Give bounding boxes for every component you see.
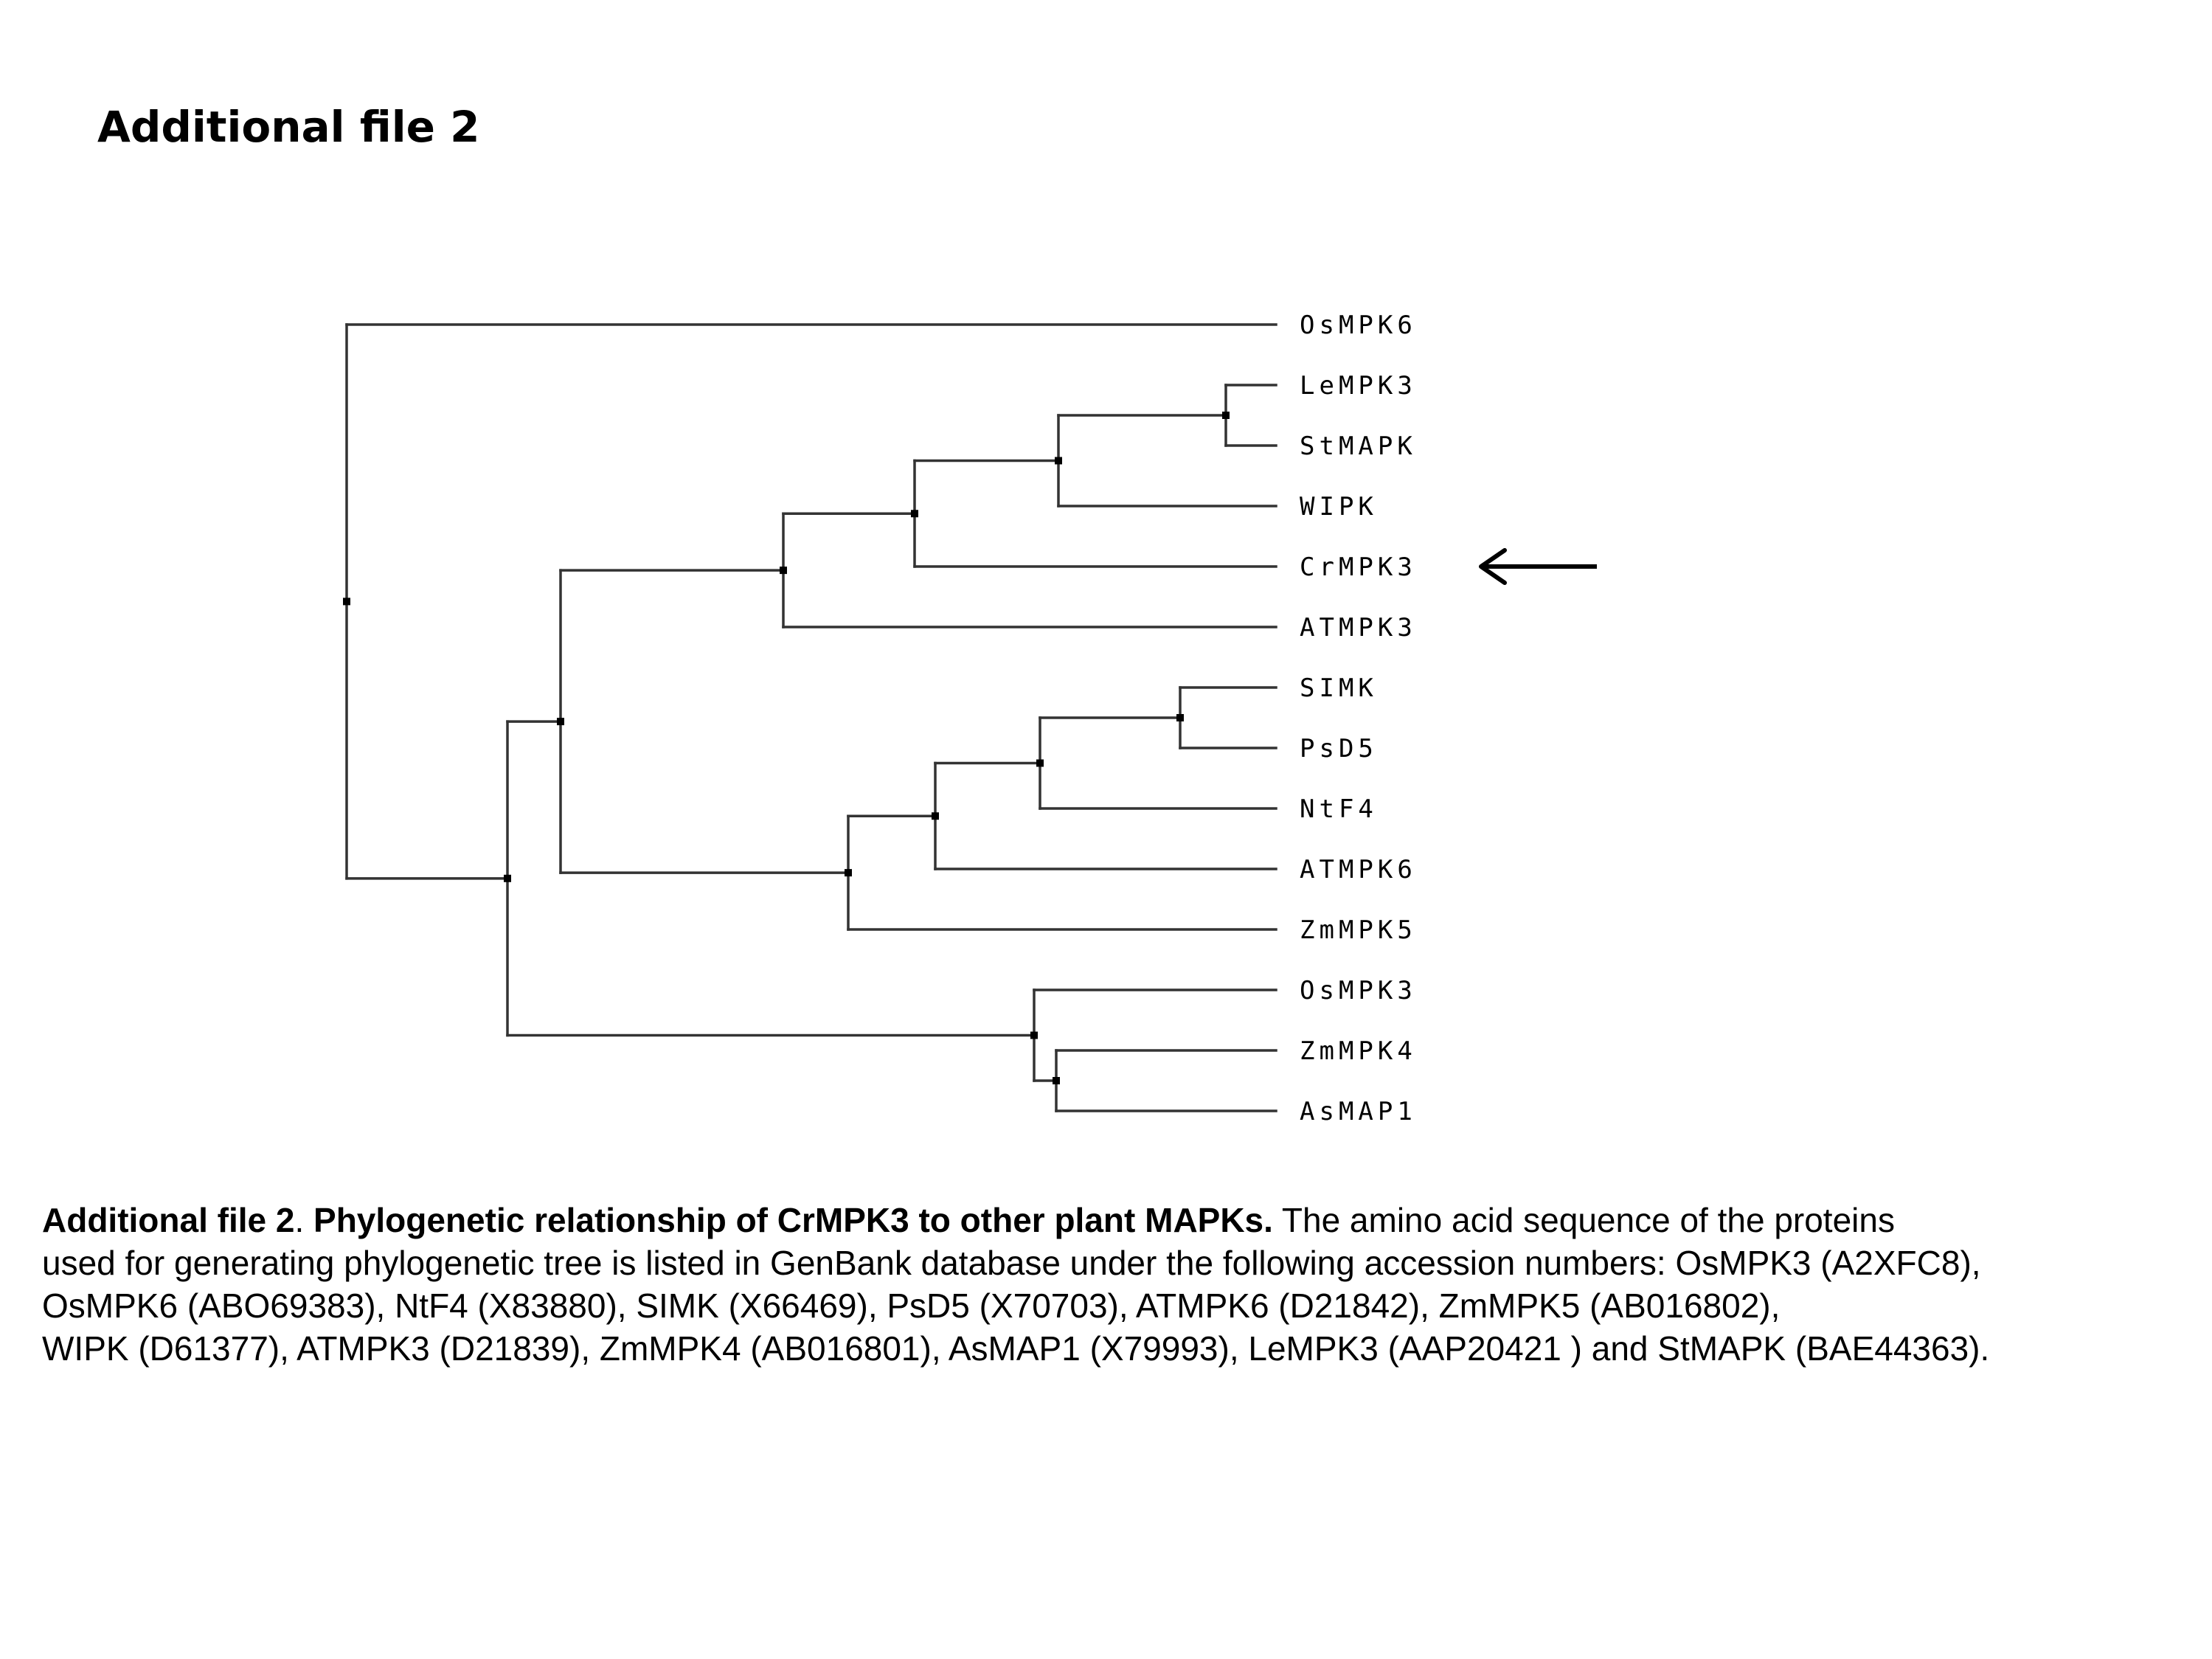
leaf-label-stmapk: StMAPK [1300, 432, 1417, 461]
caption-line-2: used for generating phylogenetic tree is… [42, 1244, 1981, 1282]
leaf-label-atmpk6: ATMPK6 [1300, 855, 1417, 884]
tree-node-marker [1222, 412, 1230, 419]
leaf-label-osmpk6: OsMPK6 [1300, 311, 1417, 340]
tree-node-marker [780, 567, 787, 575]
tree-node-marker [911, 510, 918, 518]
leaf-label-psd5: PsD5 [1300, 734, 1378, 763]
leaf-label-ntf4: NtF4 [1300, 794, 1378, 824]
caption-line-4: WIPK (D61377), ATMPK3 (D21839), ZmMPK4 (… [42, 1329, 1990, 1368]
leaf-label-lempk3: LeMPK3 [1300, 371, 1417, 401]
leaf-label-zmmpk4: ZmMPK4 [1300, 1036, 1417, 1066]
figure-caption: Additional file 2. Phylogenetic relation… [42, 1199, 2181, 1370]
tree-node-marker [557, 718, 564, 726]
tree-branches [345, 323, 1277, 1112]
leaf-label-asmap1: AsMAP1 [1300, 1097, 1417, 1126]
caption-line-1: The amino acid sequence of the proteins [1272, 1201, 1895, 1239]
tree-node-marker [1055, 457, 1062, 465]
leaf-label-osmpk3: OsMPK3 [1300, 976, 1417, 1005]
leaf-label-simk: SIMK [1300, 673, 1378, 703]
arrow-head [1479, 548, 1507, 585]
caption-label: Additional file 2 [42, 1201, 295, 1239]
caption-separator: . [294, 1201, 314, 1239]
tree-node-marker [1176, 714, 1184, 721]
highlight-arrow-icon [1479, 548, 1597, 585]
leaf-label-crmpk3: CrMPK3 [1300, 553, 1417, 582]
tree-node-marker [343, 598, 350, 606]
tree-node-marker [1030, 1031, 1038, 1039]
tree-node-marker [504, 874, 511, 882]
tree-nodes [343, 412, 1230, 1084]
tree-node-marker [845, 869, 852, 877]
tree-node-marker [1036, 759, 1044, 767]
caption-title: Phylogenetic relationship of CrMPK3 to o… [313, 1201, 1273, 1239]
tree-node-marker [1053, 1077, 1060, 1084]
page-heading: Additional file 2 [97, 102, 480, 152]
tree-node-marker [932, 812, 939, 820]
leaf-label-wipk: WIPK [1300, 492, 1378, 522]
leaf-label-zmmpk5: ZmMPK5 [1300, 915, 1417, 945]
caption-line-3: OsMPK6 (ABO69383), NtF4 (X83880), SIMK (… [42, 1286, 1781, 1325]
leaf-label-atmpk3: ATMPK3 [1300, 613, 1417, 643]
